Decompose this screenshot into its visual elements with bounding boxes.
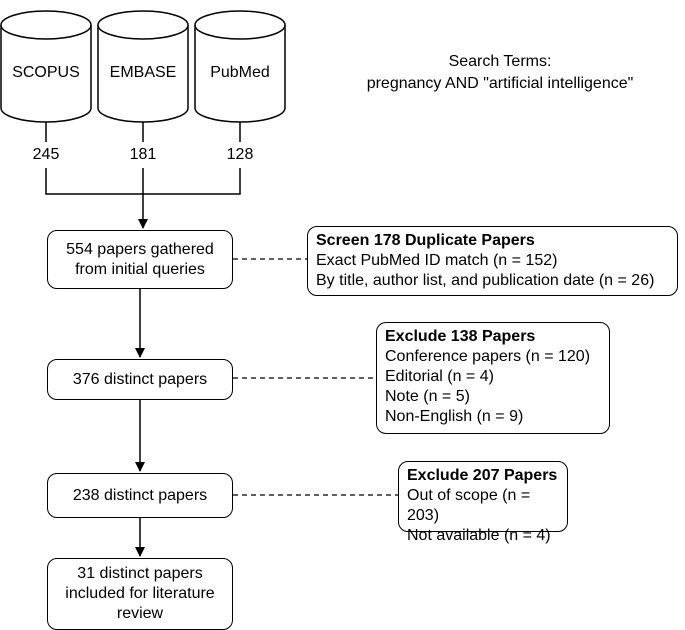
search-terms: Search Terms: pregnancy AND "artificial … [330,51,670,95]
search-terms-query: pregnancy AND "artificial intelligence" [366,75,634,92]
step-238-line-1: 238 distinct papers [72,486,208,504]
count-pubmed: 128 [226,146,254,163]
note-exclude-138: Exclude 138 Papers Conference papers (n … [376,322,610,434]
count-scopus: 245 [32,146,60,163]
note-duplicates-header: Screen 178 Duplicate Papers [316,232,535,249]
note-exclude-138-item: Conference papers (n = 120) [385,348,591,365]
step-included-line-1: 31 distinct papers [77,565,203,582]
note-exclude-207: Exclude 207 Papers Out of scope (n = 203… [398,461,568,544]
note-duplicates: Screen 178 Duplicate Papers Exact PubMed… [307,226,678,296]
note-exclude-138-item: Non-English (n = 9) [385,408,524,425]
database-label-scopus: SCOPUS [12,64,80,81]
note-exclude-207-header: Exclude 207 Papers [407,467,558,484]
step-box-gathered: 554 papers gathered from initial queries [47,230,233,289]
search-terms-heading: Search Terms: [448,53,552,70]
step-gathered-line-1: 554 papers gathered [66,240,214,258]
note-exclude-207-item: Out of scope (n = 203) [407,487,531,524]
database-cylinder-embase [97,10,189,123]
note-duplicates-item: Exact PubMed ID match (n = 152) [316,252,558,269]
step-box-238-distinct: 238 distinct papers [47,473,233,518]
database-label-pubmed: PubMed [210,64,270,81]
note-exclude-138-item: Editorial (n = 4) [385,368,494,385]
database-label-embase: EMBASE [109,64,177,81]
note-exclude-207-item: Not available (n = 4) [407,527,551,544]
step-376-line-1: 376 distinct papers [72,370,208,388]
count-embase: 181 [129,146,157,163]
note-exclude-138-header: Exclude 138 Papers [385,328,536,345]
database-cylinder-scopus [0,10,92,123]
step-included-line-2: included for literature [65,585,215,602]
step-box-included: 31 distinct papers included for literatu… [47,558,233,630]
step-included-line-3: review [116,605,164,622]
step-box-376-distinct: 376 distinct papers [47,359,233,400]
note-exclude-138-item: Note (n = 5) [385,388,470,405]
note-duplicates-item: By title, author list, and publication d… [316,272,655,289]
step-gathered-line-2: from initial queries [75,260,205,278]
